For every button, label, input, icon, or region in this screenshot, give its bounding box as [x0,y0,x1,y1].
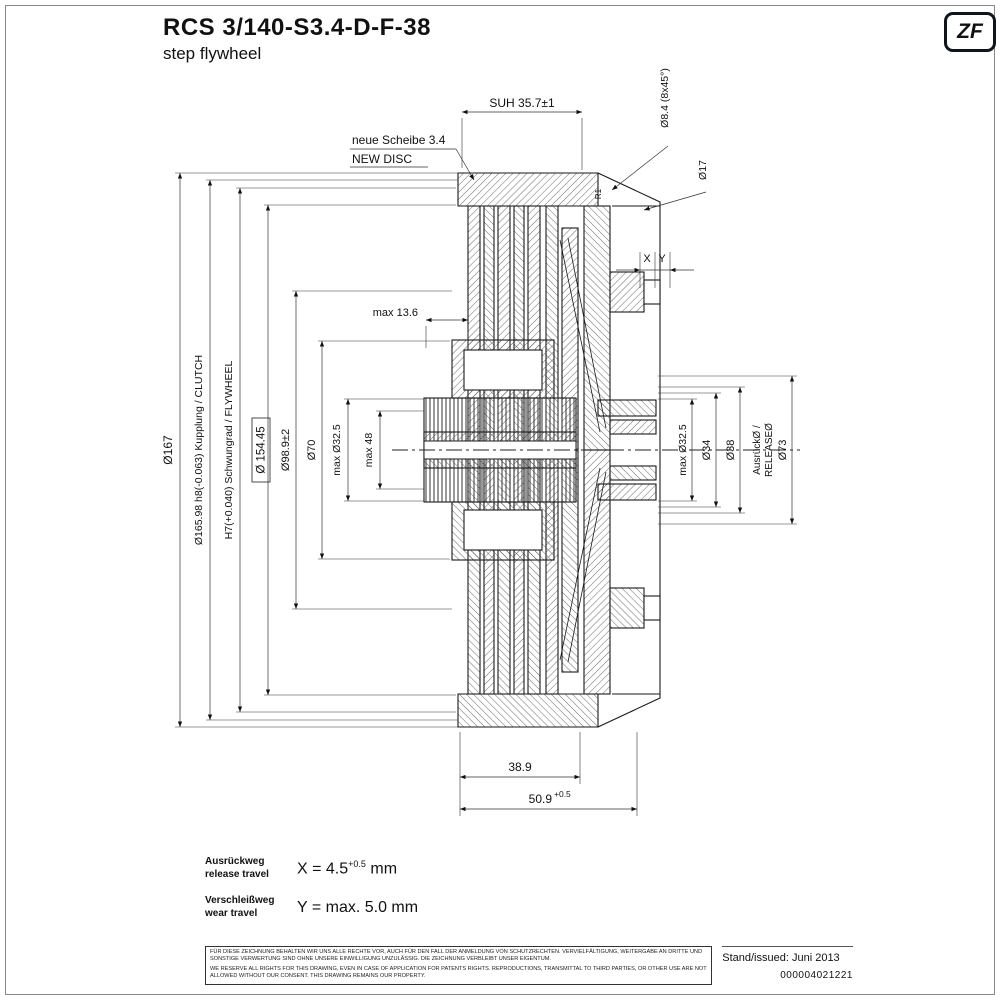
bolt-circle-label: Ø8.4 (8x45°) [659,68,671,128]
dim-d32-5-left [344,398,424,502]
dimension-labels: SUH 35.7±1 neue Scheibe 3.4 NEW DISC Ø8.… [161,68,789,806]
h7-flywheel-label: H7(+0.040) Schwungrad / FLYWHEEL [223,361,235,540]
dim-xy [616,252,694,288]
d98-9-label: Ø98.9±2 [280,429,292,471]
release-travel-en: release travel [205,868,269,880]
release-unit: mm [370,860,398,878]
w38-9-label: 38.9 [508,760,532,774]
dim-suh [461,109,583,170]
drawing-subtitle: step flywheel [163,44,262,63]
dimensions [175,109,797,816]
d73-label: Ø73 [777,440,789,461]
dim-d73 [658,375,797,525]
leader-d17 [643,191,707,211]
release-travel-row: Ausrückweg release travel X = 4.5+0.5 mm [205,856,418,881]
new-disc-en-label: NEW DISC [352,152,412,166]
dim-max-13-6 [425,317,469,348]
drawing-title: RCS 3/140-S3.4-D-F-38 [163,14,431,41]
dim-d38 [658,386,745,514]
issued-line: Stand/issued: Juni 2013 [722,952,853,964]
y-label: Y [658,253,666,265]
release-en-label: RELEASEØ [764,423,775,477]
max-48-label: max 48 [363,433,375,468]
d154-45-label: Ø 154.45 [256,426,268,473]
wear-travel-label: Verschleißweg wear travel [205,895,297,920]
d70-label: Ø70 [306,440,318,461]
wear-travel-value: Y = max. 5.0 mm [297,899,418,917]
release-travel-de: Ausrückweg [205,856,265,867]
dim-d98-9 [292,290,452,610]
dim-d154-45 [251,204,456,696]
zf-logo: ZF [944,12,996,52]
footer: FÜR DIESE ZEICHNUNG BEHALTEN WIR UNS ALL… [205,946,853,986]
dim-d32-5-right [658,398,697,502]
suh-label: SUH 35.7±1 [489,96,555,110]
legal-text-de: FÜR DIESE ZEICHNUNG BEHALTEN WIR UNS ALL… [210,949,703,963]
legal-text-en: WE RESERVE ALL RIGHTS FOR THIS DRAWING, … [210,965,707,979]
x-label: X [643,253,651,265]
d38-label: Ø38 [725,440,737,461]
dim-50-9 [460,732,638,816]
wear-travel-de: Verschleißweg [205,895,275,906]
zf-logo-text: ZF [957,20,983,43]
d32-5-left-label: max Ø32.5 [331,424,343,476]
issued-label: Stand/issued: [722,952,789,964]
w50-9-tol-label: +0.5 [554,789,571,799]
d167-label: Ø167 [161,435,175,465]
dim-max-48 [376,410,424,490]
dim-d34 [658,392,721,508]
new-disc-de-label: neue Scheibe 3.4 [352,133,446,147]
d32-5-right-label: max Ø32.5 [677,424,689,476]
release-value: X = 4.5 [297,860,349,878]
max-13-6-label: max 13.6 [373,307,418,319]
release-travel-label: Ausrückweg release travel [205,856,297,881]
title-block: RCS 3/140-S3.4-D-F-38 step flywheel [163,14,431,64]
d34-label: Ø34 [701,440,713,461]
r1-label: R1 [594,188,603,199]
cross-section [392,172,800,728]
release-travel-value: X = 4.5+0.5 mm [297,859,397,878]
wear-travel-row: Verschleißweg wear travel Y = max. 5.0 m… [205,895,418,920]
legal-box: FÜR DIESE ZEICHNUNG BEHALTEN WIR UNS ALL… [205,946,713,986]
dim-d70 [318,340,450,560]
dim-h7-flywheel [236,187,456,713]
release-tol: +0.5 [348,858,366,869]
w50-9-label: 50.9 [529,792,553,806]
release-de-label: AusrückØ / [752,425,763,475]
dim-38-9 [459,732,581,816]
wear-travel-en: wear travel [205,907,258,919]
dim-d167 [175,172,458,728]
d17-label: Ø17 [697,160,709,180]
d165-98-label: Ø165.98 h8(-0.063) Kupplung / CLUTCH [193,355,205,545]
issue-block: Stand/issued: Juni 2013 000004021221 [722,946,853,985]
doc-number: 000004021221 [780,970,853,981]
leader-new-disc [350,148,475,181]
wear-value: Y = max. 5.0 mm [297,898,419,916]
issued-value: Juni 2013 [791,952,840,964]
leader-bolt-circle [611,145,669,191]
travel-spec-block: Ausrückweg release travel X = 4.5+0.5 mm… [205,856,418,934]
dim-d165-98 [206,179,458,721]
